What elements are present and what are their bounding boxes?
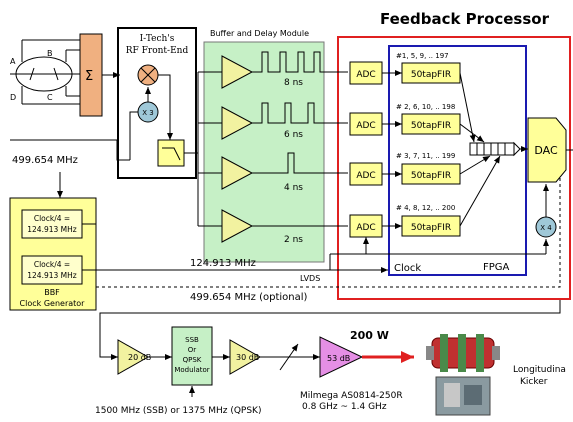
x4-label: X 4: [540, 224, 552, 232]
fir-mux-wire-2: [460, 124, 484, 142]
buffer-module-title: Buffer and Delay Module: [210, 29, 309, 38]
pa-name-label: Milmega AS0814-250R: [300, 391, 403, 401]
pickup-label-a: A: [10, 57, 16, 66]
fir-mux-wire-3: [460, 156, 490, 174]
delay-label-2: 6 ns: [284, 130, 303, 140]
lowpass-filter: [158, 140, 184, 166]
clock-box1-line2: 124.913 MHz: [27, 225, 77, 234]
pa-gain-label: 53 dB: [327, 354, 350, 363]
fir-mux-wire-1: [460, 73, 474, 142]
adc-label-3: ADC: [356, 171, 375, 181]
fpga-label: FPGA: [483, 262, 510, 273]
mod-freq-label: 1500 MHz (SSB) or 1375 MHz (QPSK): [95, 406, 261, 416]
clock-box2-line2: 124.913 MHz: [27, 271, 77, 280]
fir-series-3: # 3, 7, 11, .. 199: [396, 152, 455, 160]
fir-label-4: 50tapFIR: [411, 223, 451, 233]
adc-label-4: ADC: [356, 223, 375, 233]
fir-label-3: 50tapFIR: [411, 171, 451, 181]
delay-label-3: 4 ns: [284, 183, 303, 193]
x3-label: X 3: [142, 109, 153, 117]
sum-symbol: Σ: [85, 69, 93, 84]
adc-group: [350, 62, 382, 237]
modulator-line-2: Or: [188, 346, 197, 354]
fir-series-1: #1, 5, 9, .. 197: [396, 52, 449, 60]
pickup-label-c: C: [47, 93, 53, 102]
clock-label: Clock: [394, 263, 421, 274]
fir-series-2: # 2, 6, 10, .. 198: [396, 103, 455, 111]
amp-30db-label: 30 dB: [236, 353, 259, 362]
clock-gen-title-1: BBF: [44, 288, 60, 297]
fir-series-4: # 4, 8, 12, .. 200: [396, 204, 455, 212]
kicker-label-2: Kicker: [520, 377, 548, 387]
fir-label-2: 50tapFIR: [411, 121, 451, 131]
lo-to-x3-wire: [130, 112, 138, 160]
clock-freq-label: 124.913 MHz: [190, 258, 256, 269]
modulator-line-3: QPSK: [183, 356, 202, 364]
feedback-processor-title: Feedback Processor: [380, 10, 550, 28]
adc-label-1: ADC: [356, 70, 375, 80]
clock-gen-title-2: Clock Generator: [20, 299, 86, 308]
kicker-image: [426, 334, 500, 372]
pa-range-label: 0.8 GHz ~ 1.4 GHz: [302, 402, 387, 412]
fir-label-1: 50tapFIR: [411, 70, 451, 80]
kicker-label-1: Longitudina: [513, 365, 566, 375]
pickup-label-d: D: [10, 93, 16, 102]
rf-front-end-title-2: RF Front-End: [126, 46, 189, 56]
fir-mux-wire-4: [460, 156, 500, 226]
lvds-label: LVDS: [300, 274, 320, 283]
kicker-photo: [436, 377, 490, 415]
beam-pickup: [10, 40, 80, 104]
power-label: 200 W: [350, 329, 389, 342]
modulator-line-1: SSB: [185, 336, 199, 344]
delay-label-4: 2 ns: [284, 235, 303, 245]
adc-label-2: ADC: [356, 121, 375, 131]
mixer-to-filter-wire: [158, 75, 170, 140]
amp-20db-label: 20 dB: [128, 353, 151, 362]
input-frequency-label: 499.654 MHz: [12, 155, 78, 166]
dac-label: DAC: [534, 144, 558, 157]
mux-register: [470, 143, 520, 155]
rf-front-end-title-1: I-Tech's: [140, 34, 175, 44]
modulator-line-4: Modulator: [174, 366, 209, 374]
pickup-label-b: B: [47, 49, 53, 58]
delay-label-1: 8 ns: [284, 78, 303, 88]
optional-label: 499.654 MHz (optional): [190, 292, 308, 303]
clock-box2-line1: Clock/4 =: [34, 260, 70, 269]
clock-box1-line1: Clock/4 =: [34, 214, 70, 223]
